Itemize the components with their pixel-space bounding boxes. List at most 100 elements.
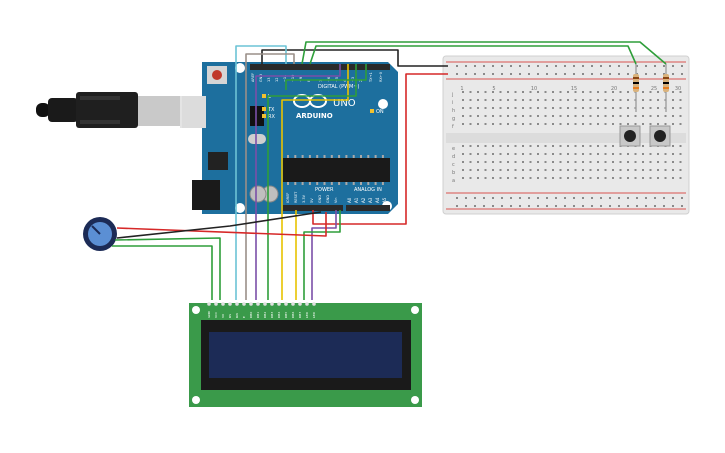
bb-hole: [619, 161, 622, 163]
bb-hole: [469, 145, 472, 147]
bb-hole: [679, 107, 682, 109]
wire-pot-black: [116, 211, 322, 239]
bb-hole: [462, 91, 464, 93]
bb-rail-hole: [636, 205, 638, 207]
bb-hole: [552, 145, 554, 147]
bb-hole: [619, 99, 622, 101]
lcd-pin-label: E: [242, 316, 246, 318]
bb-hole: [619, 123, 622, 125]
bb-hole: [589, 161, 592, 163]
bb-hole: [589, 177, 592, 179]
bb-hole: [567, 153, 569, 155]
bb-rail-hole: [564, 73, 566, 75]
pin-label: 13: [267, 78, 271, 82]
bb-rail-hole: [672, 197, 674, 199]
lcd-pin-label: VCC: [214, 312, 218, 318]
bb-rail-hole: [537, 73, 539, 75]
bb-hole: [672, 107, 674, 109]
bb-hole: [507, 169, 509, 171]
lcd-pin-headers: [207, 302, 316, 306]
bb-hole: [574, 145, 577, 147]
bb-hole: [507, 161, 509, 163]
bb-hole: [649, 91, 652, 93]
bb-rail-hole: [528, 205, 530, 207]
bb-hole: [604, 91, 607, 93]
bb-row-letter: c: [452, 162, 455, 168]
bb-hole: [612, 115, 614, 117]
bb-hole: [492, 115, 494, 117]
potentiometer[interactable]: [83, 217, 117, 251]
bb-hole: [559, 115, 562, 117]
pushbutton-1[interactable]: [619, 125, 641, 147]
bb-rail-hole: [663, 65, 665, 67]
tx-led-label: TX: [267, 107, 275, 113]
bb-hole: [537, 115, 539, 117]
lcd-pin-label: DB7: [298, 312, 302, 318]
power-header-label: POWER: [315, 187, 334, 193]
bb-hole: [619, 177, 622, 179]
bb-hole: [492, 153, 494, 155]
bb-rail-hole: [636, 65, 638, 67]
bb-hole: [672, 99, 674, 101]
bb-rail-hole: [456, 205, 458, 207]
bb-hole: [522, 107, 524, 109]
bb-rail-hole: [528, 73, 530, 75]
chip-leg: [323, 155, 326, 158]
wire-button-green: [309, 45, 637, 65]
bb-hole: [529, 123, 532, 125]
wire-db-yellow: [281, 64, 349, 300]
bb-hole: [582, 145, 584, 147]
bb-row-letter: a: [452, 178, 455, 184]
bb-rail-hole: [609, 73, 611, 75]
bb-hole: [514, 145, 517, 147]
bb-rail-hole: [501, 197, 503, 199]
chip-leg: [338, 182, 341, 185]
bb-hole: [567, 169, 569, 171]
bb-hole: [672, 123, 674, 125]
chip-leg: [316, 182, 319, 185]
bb-rail-hole: [582, 65, 584, 67]
lcd-pin-label: DB0: [249, 312, 253, 318]
bb-hole: [484, 123, 487, 125]
bb-hole: [537, 153, 539, 155]
bb-hole: [642, 153, 644, 155]
bb-row-letter: g: [452, 116, 455, 122]
bb-hole: [649, 123, 652, 125]
bb-rail-hole: [591, 65, 593, 67]
bb-hole: [567, 177, 569, 179]
bb-col-label: 30: [675, 86, 681, 92]
reset-button-cap[interactable]: [212, 70, 222, 80]
bb-hole: [469, 123, 472, 125]
pin-label: A5: [382, 197, 387, 203]
bb-hole: [477, 145, 479, 147]
chip-leg: [345, 182, 348, 185]
bb-hole: [574, 115, 577, 117]
bb-hole: [597, 107, 599, 109]
bb-hole: [507, 99, 509, 101]
bb-hole: [522, 115, 524, 117]
bb-hole: [582, 115, 584, 117]
pushbutton-2[interactable]: [649, 125, 671, 147]
bb-hole: [589, 169, 592, 171]
bb-hole: [544, 91, 547, 93]
bb-hole: [492, 91, 494, 93]
bb-rail-hole: [546, 205, 548, 207]
bb-hole: [529, 91, 532, 93]
bb-rail-hole: [627, 65, 629, 67]
bb-hole: [574, 161, 577, 163]
bb-hole: [589, 107, 592, 109]
analog-header: [346, 205, 390, 211]
breadboard-column-labels: 1 5 10 15 20 25 30: [460, 86, 681, 92]
pin-label: 8: [307, 80, 311, 82]
bb-hole: [544, 177, 547, 179]
bb-hole: [544, 153, 547, 155]
bb-rail-hole: [510, 205, 512, 207]
wire-green-lcd-2: [303, 210, 341, 300]
bb-hole: [499, 177, 502, 179]
bb-hole: [634, 169, 637, 171]
bb-hole: [544, 169, 547, 171]
bb-rail-hole: [492, 197, 494, 199]
bb-rail-hole: [528, 197, 530, 199]
bb-hole: [552, 99, 554, 101]
bb-hole: [672, 145, 674, 147]
